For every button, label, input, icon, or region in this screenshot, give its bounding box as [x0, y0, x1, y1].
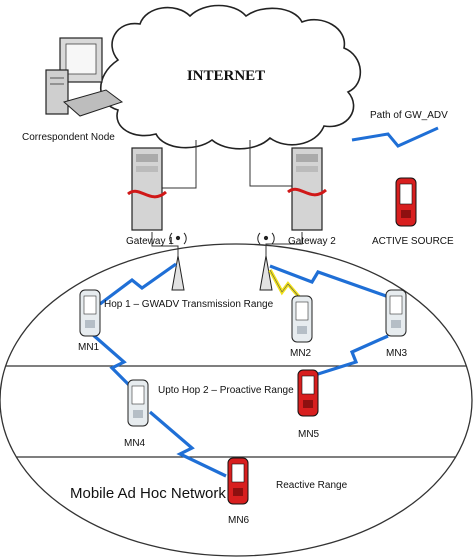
mn1-phone	[79, 289, 101, 337]
mn1-label: MN1	[78, 342, 100, 353]
keyboard-icon	[62, 89, 124, 117]
correspondent-label: Correspondent Node	[22, 132, 115, 143]
hop2-range-label: Upto Hop 2 – Proactive Range	[158, 385, 294, 396]
path-legend-label: Path of GW_ADV	[370, 110, 448, 121]
active-source-label: ACTIVE SOURCE	[372, 236, 454, 247]
link-ap2-mn3	[269, 264, 387, 298]
mn3-phone	[385, 289, 407, 337]
mn6-phone	[227, 457, 249, 505]
gateway-2-label: Gateway 2	[288, 236, 336, 247]
internet-label: INTERNET	[187, 68, 265, 84]
internet-cloud: INTERNET	[100, 4, 362, 150]
gateway-1-label: Gateway 1	[126, 236, 174, 247]
mn5-phone	[297, 369, 319, 417]
access-point-2	[259, 255, 273, 291]
manet-region	[0, 243, 473, 557]
tower-icon	[45, 69, 69, 115]
mn3-label: MN3	[386, 348, 408, 359]
wired-links	[151, 140, 303, 256]
link-mn3-mn5	[317, 334, 389, 376]
antenna-icon	[169, 232, 275, 245]
link-mn1-mn4	[90, 332, 136, 392]
reactive-range-label: Reactive Range	[276, 480, 348, 491]
gateway-1-server	[127, 147, 167, 231]
gateway-2-server	[287, 147, 327, 231]
access-point-1	[171, 255, 185, 291]
hop1-range-label: Hop 1 – GWADV Transmission Range	[104, 299, 274, 310]
active-source-phone-icon	[395, 177, 417, 227]
lightning-legend-icon	[351, 126, 439, 148]
mn2-label: MN2	[290, 348, 312, 359]
mn5-label: MN5	[298, 429, 320, 440]
mn4-phone	[127, 379, 149, 427]
link-mn4-mn6	[148, 410, 227, 478]
red-link-icon	[127, 189, 167, 199]
mn2-phone	[291, 295, 313, 343]
manet-label: Mobile Ad Hoc Network	[70, 485, 226, 502]
red-link-icon	[287, 187, 327, 197]
gwadv-paths	[90, 262, 389, 478]
correspondent-node	[45, 37, 124, 117]
mn6-label: MN6	[228, 515, 250, 526]
mn4-label: MN4	[124, 438, 146, 449]
link-ap1-mn1	[99, 262, 177, 306]
